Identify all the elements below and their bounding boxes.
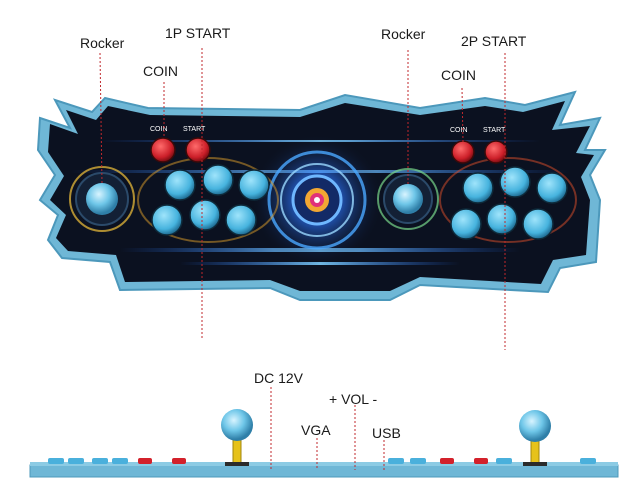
action-buttons-1p — [151, 164, 270, 236]
action-button-1p[interactable] — [202, 164, 234, 196]
left-button-glow — [137, 157, 279, 243]
label-vol: + VOL - — [329, 391, 377, 407]
side-buttons-right — [388, 458, 596, 464]
label-rocker-left: Rocker — [80, 35, 125, 51]
side-button — [410, 458, 426, 464]
side-button — [388, 458, 404, 464]
panel-print-start-right: START — [483, 127, 506, 134]
action-button-2p[interactable] — [486, 203, 518, 235]
side-joystick-right — [519, 410, 551, 466]
label-rocker-right: Rocker — [381, 26, 426, 42]
side-button — [92, 458, 108, 464]
action-button-1p[interactable] — [151, 204, 183, 236]
coin-button-1p[interactable] — [150, 137, 176, 163]
label-2p-start: 2P START — [461, 33, 527, 49]
label-1p-start: 1P START — [165, 25, 231, 41]
action-button-2p[interactable] — [536, 172, 568, 204]
side-button — [68, 458, 84, 464]
action-button-2p[interactable] — [522, 208, 554, 240]
action-button-2p[interactable] — [462, 172, 494, 204]
side-button-red — [440, 458, 454, 464]
side-button — [112, 458, 128, 464]
label-dc-12v: DC 12V — [254, 370, 304, 386]
action-button-2p[interactable] — [499, 166, 531, 198]
side-panel-top — [30, 462, 618, 466]
side-button — [580, 458, 596, 464]
action-buttons-2p — [450, 166, 568, 240]
side-button-red — [474, 458, 488, 464]
coin-button-2p[interactable] — [451, 140, 475, 164]
side-joystick-left — [221, 409, 253, 466]
left-joystick[interactable] — [69, 166, 135, 232]
action-button-1p[interactable] — [189, 199, 221, 231]
panel-print-coin-right: COIN — [450, 127, 468, 134]
label-usb: USB — [372, 425, 401, 441]
start-button-2p[interactable] — [484, 140, 508, 164]
control-panel-top-view: COIN START COIN START — [36, 90, 607, 301]
center-vortex-graphic — [251, 134, 383, 266]
action-button-1p[interactable] — [238, 169, 270, 201]
leader-lines-bottom — [270, 387, 385, 470]
control-panel-side-view — [29, 409, 619, 478]
side-panel-body — [29, 464, 619, 478]
label-coin-left: COIN — [143, 63, 178, 79]
side-button-red — [138, 458, 152, 464]
label-coin-right: COIN — [441, 67, 476, 83]
action-button-1p[interactable] — [225, 204, 257, 236]
action-button-1p[interactable] — [164, 169, 196, 201]
side-buttons-left — [48, 458, 186, 464]
side-button — [48, 458, 64, 464]
action-button-2p[interactable] — [450, 208, 482, 240]
side-button-red — [172, 458, 186, 464]
right-button-glow — [439, 157, 577, 243]
leader-lines-top — [99, 48, 506, 350]
label-vga: VGA — [301, 422, 331, 438]
panel-print-start-left: START — [183, 126, 206, 133]
side-button — [496, 458, 512, 464]
start-button-1p[interactable] — [185, 137, 211, 163]
panel-print-coin-left: COIN — [150, 126, 168, 133]
